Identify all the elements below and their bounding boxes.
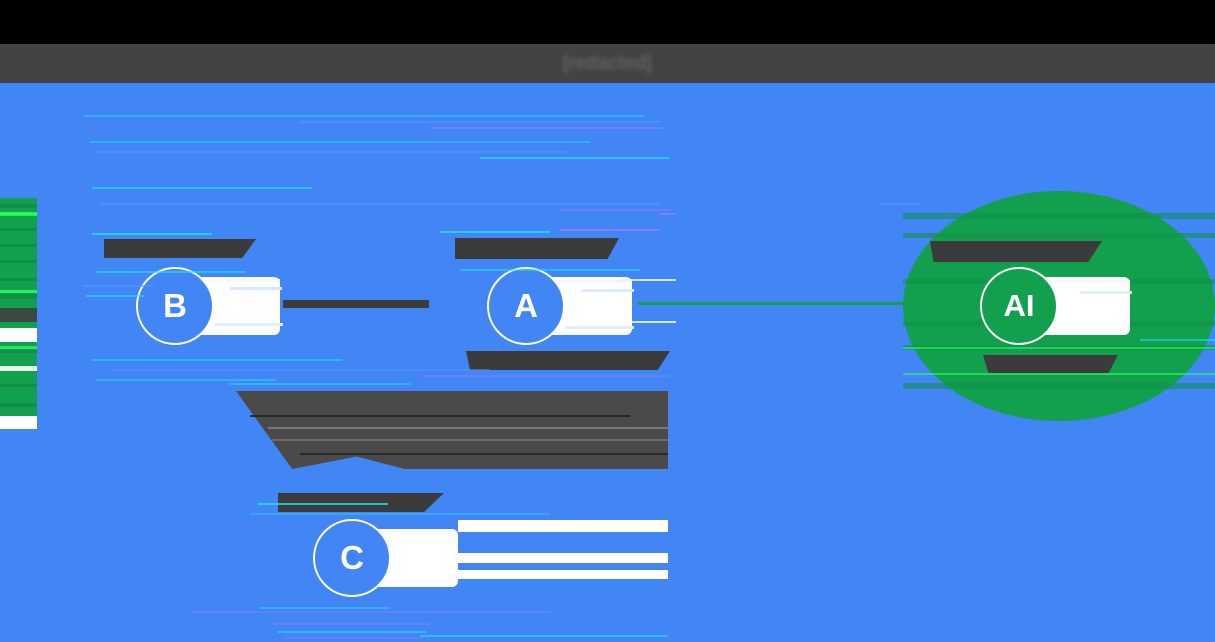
node-a-sublabel: [466, 351, 670, 370]
node-ai-circle[interactable]: AI: [980, 267, 1058, 345]
window-title-bar[interactable]: [redacted]: [0, 44, 1215, 83]
node-b-label: [104, 239, 256, 258]
node-ai-sublabel: [983, 355, 1118, 373]
connector-a-to-ai: [638, 302, 980, 305]
node-c-circle[interactable]: C: [313, 519, 391, 597]
node-b-letter: B: [163, 287, 187, 324]
window-title: [redacted]: [562, 52, 653, 74]
node-c-letter: C: [340, 539, 364, 576]
node-a-letter: A: [514, 287, 538, 324]
left-green-panel[interactable]: [0, 198, 37, 429]
node-b-circle[interactable]: B: [136, 267, 214, 345]
body-text-block: [236, 391, 668, 469]
connector-b-to-a: [283, 300, 429, 308]
top-black-strip: [0, 0, 1215, 44]
node-ai-label: [930, 241, 1102, 262]
node-c-label: [278, 493, 444, 512]
diagram-canvas[interactable]: B A C: [0, 83, 1215, 642]
left-panel-highlight-row: [0, 416, 37, 429]
node-a-circle[interactable]: A: [487, 267, 565, 345]
node-a-label: [455, 238, 619, 259]
left-panel-redacted-row: [0, 308, 37, 322]
node-ai-letter: AI: [1003, 288, 1035, 323]
